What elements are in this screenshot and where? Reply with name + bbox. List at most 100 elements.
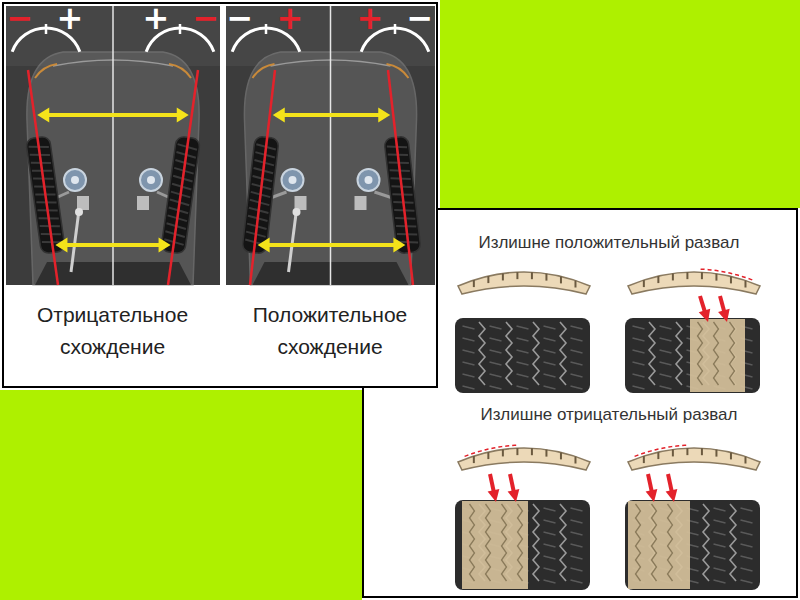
arrow-head (55, 238, 67, 253)
tread-sipe (633, 362, 645, 365)
tread-sipe (660, 362, 672, 365)
tread-sipe (544, 568, 556, 571)
tread-sipe (571, 338, 583, 341)
tread-sipe (463, 362, 475, 365)
camber-tick (45, 24, 48, 34)
track-arrow (65, 243, 160, 247)
tread-sipe (571, 580, 583, 583)
arrow-head (37, 108, 49, 123)
profile-groove (715, 274, 717, 281)
profile-groove (545, 274, 547, 281)
tread-sipe (714, 580, 726, 583)
profile-groove (516, 272, 518, 279)
tread-sipe (741, 520, 753, 523)
worn-groove (668, 504, 673, 581)
worn-groove (486, 504, 491, 581)
arrow-head (666, 489, 678, 502)
profile-groove (744, 457, 746, 464)
tread-sipe (517, 386, 529, 389)
headlight (35, 64, 57, 78)
steering-rod (289, 210, 297, 272)
tread-sipe (517, 350, 529, 353)
arrow-head (699, 309, 710, 322)
profile-groove (730, 276, 732, 283)
track-arrow (268, 243, 396, 247)
worn-band (462, 501, 528, 589)
tread-sipe (633, 350, 645, 353)
tread-sipe (463, 386, 475, 389)
toe-line (388, 70, 413, 285)
tread-sipe (571, 544, 583, 547)
tyre-profile (628, 272, 760, 294)
tread-sipe (714, 532, 726, 535)
tread-sipe (571, 386, 583, 389)
tread-sipe (490, 350, 502, 353)
tread-sipe (571, 532, 583, 535)
steering-joint (75, 208, 83, 216)
arm-bracket (295, 196, 307, 210)
tread-sipe (714, 568, 726, 571)
camber-sign: − (192, 2, 220, 34)
worn-groove (518, 504, 523, 581)
camber-sign: − (406, 2, 434, 34)
headlight (253, 64, 275, 78)
camber-sign: − (226, 2, 254, 34)
profile-groove (531, 448, 533, 455)
worn-groove (714, 322, 719, 385)
profile-groove (502, 449, 504, 456)
profile-groove (560, 452, 562, 459)
strut-spring (140, 169, 162, 191)
arrow-head (273, 108, 285, 123)
tread-groove (533, 504, 539, 581)
tread-groove (560, 322, 566, 385)
worn-band (628, 501, 690, 589)
tread-sipe (633, 374, 645, 377)
tread-sipe (544, 508, 556, 511)
arrow-head (393, 238, 405, 253)
tyre-tread (455, 318, 590, 393)
worn-groove (502, 504, 507, 581)
tread-sipe (571, 508, 583, 511)
tread-sipe (741, 568, 753, 571)
profile-groove (516, 448, 518, 455)
profile-groove (545, 450, 547, 457)
toe-line (168, 70, 198, 285)
tread-sipe (490, 374, 502, 377)
toe-line (28, 70, 58, 285)
worn-groove (652, 504, 657, 581)
steering-rod (71, 210, 79, 272)
heading-text: Излишне отрицательный развал (419, 404, 799, 426)
tread-groove (506, 322, 512, 385)
lime-panel (440, 0, 800, 208)
profile-groove (730, 452, 732, 459)
worn-band (690, 319, 745, 392)
tread-sipe (490, 386, 502, 389)
profile-groove (487, 452, 489, 459)
profile-groove (643, 456, 645, 463)
tread-sipe (517, 374, 529, 377)
profile-groove (574, 457, 576, 464)
tread-groove (479, 322, 485, 385)
tread-sipe (544, 532, 556, 535)
worn-groove (470, 504, 475, 581)
illustration (4, 4, 436, 386)
worn-groove (698, 322, 703, 385)
wear-arrow (648, 474, 652, 492)
illustration-layer (6, 6, 435, 285)
tread-sipe (544, 386, 556, 389)
tread-sipe (463, 350, 475, 353)
tread-sipe (544, 556, 556, 559)
tread-sipe (714, 544, 726, 547)
heading-text: Излишне положительный развал (419, 232, 799, 254)
wear-arrow (490, 474, 494, 492)
camber-sign: + (56, 2, 84, 34)
caption-text: Отрицательное схождение (10, 299, 215, 363)
profile-groove (473, 280, 475, 287)
toe-line (250, 70, 275, 285)
tread-sipe (463, 374, 475, 377)
tread-sipe (741, 580, 753, 583)
arrow-head (646, 489, 658, 502)
tread-sipe (544, 338, 556, 341)
